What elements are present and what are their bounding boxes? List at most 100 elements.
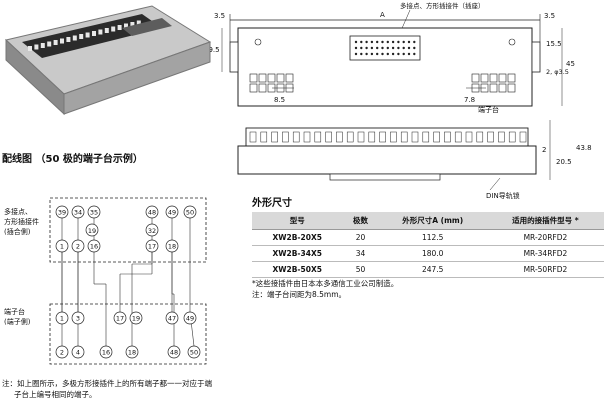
svg-text:8.5: 8.5 <box>274 96 285 104</box>
col-poles: 极数 <box>342 212 379 230</box>
connector-pin <box>391 52 395 56</box>
terminal-pin-label: 49 <box>186 315 194 323</box>
terminal-pin <box>167 345 181 359</box>
terminal-screw <box>104 28 109 33</box>
connector-pin <box>354 40 358 44</box>
product-photo <box>4 5 212 116</box>
side-terminal <box>433 131 440 143</box>
terminal-cell <box>285 73 294 83</box>
connector-pin <box>402 40 405 44</box>
terminal-pin-label: 18 <box>128 349 136 357</box>
connector-pin <box>376 40 379 44</box>
terminal-screw <box>28 46 32 51</box>
terminal-cell <box>258 73 267 83</box>
svg-text:端子台: 端子台 <box>4 307 25 316</box>
connector-pin-label: 17 <box>148 243 156 251</box>
svg-text:32: 32 <box>148 227 156 235</box>
svg-text:(端子側): (端子側) <box>4 317 31 326</box>
connector-pin <box>183 205 197 219</box>
terminal-pin <box>187 345 201 359</box>
connector-pin <box>360 40 363 44</box>
terminal-pin <box>71 345 85 359</box>
connector-pin <box>370 52 374 56</box>
connector-pin <box>87 239 101 253</box>
connector-pin <box>370 40 374 44</box>
terminal-pin-label: 19 <box>132 315 140 323</box>
terminal-cell <box>489 73 498 83</box>
side-terminal <box>357 131 365 143</box>
connector-pin <box>407 46 411 50</box>
svg-text:3.5: 3.5 <box>544 12 555 20</box>
terminal-screw <box>130 22 135 27</box>
top-view-drawing: 3.5 3.5 A 多接点、方形插接件（插座） 29.5 45 15.5 2, … <box>210 2 592 200</box>
terminal-screw <box>111 26 116 32</box>
connector-pin <box>413 40 416 44</box>
svg-text:3.5: 3.5 <box>214 12 225 20</box>
svg-text:多接点、: 多接点、 <box>4 207 32 216</box>
connector-pin <box>407 52 411 56</box>
side-terminal <box>260 131 268 143</box>
terminal-screw <box>47 41 52 47</box>
terminal-pin-label: 50 <box>190 349 198 357</box>
terminal-pin <box>55 345 69 359</box>
side-terminal <box>508 131 516 143</box>
connector-pin <box>55 205 69 219</box>
side-terminal <box>465 131 473 143</box>
connector-pin <box>402 46 405 50</box>
connector-pin <box>397 52 400 56</box>
side-terminal <box>368 131 376 143</box>
terminal-pin <box>113 311 127 325</box>
connector-pin-label: 34 <box>74 209 82 217</box>
connector-pin <box>165 239 179 253</box>
connector-pin <box>376 52 379 56</box>
side-terminal <box>476 131 484 143</box>
terminal-cell <box>507 83 516 93</box>
side-terminal <box>390 131 397 143</box>
connector-pin <box>360 46 363 50</box>
side-terminal <box>292 131 300 143</box>
terminal-screw <box>136 20 141 26</box>
connector-pin <box>354 52 358 56</box>
connector-pin <box>381 46 384 50</box>
side-terminal <box>444 131 451 143</box>
terminal-screw <box>66 37 71 42</box>
side-terminal <box>400 131 408 143</box>
connector-pin <box>397 46 400 50</box>
connector-pin <box>413 52 416 56</box>
terminal-cell <box>480 73 489 83</box>
side-terminal <box>454 131 462 143</box>
connector-pin-label: 48 <box>148 209 156 217</box>
connector-pin <box>391 40 395 44</box>
connector-pin <box>165 205 179 219</box>
svg-text:(插合側): (插合側) <box>4 227 31 236</box>
connector-pin <box>145 205 159 219</box>
terminal-cell <box>489 83 498 93</box>
spec-notes: *这些接插件由日本本多通信工业公司制造。 注：端子台间距为8.5mm。 <box>252 279 399 299</box>
svg-text:2: 2 <box>542 146 546 154</box>
wiring-title: 配线图 （50 极的端子台示例） <box>2 154 143 165</box>
side-terminal <box>314 131 322 143</box>
connector-pin <box>402 52 405 56</box>
terminal-screw <box>117 25 122 30</box>
svg-text:A: A <box>380 11 385 19</box>
terminal-cell <box>258 83 267 93</box>
terminal-cell <box>498 73 507 83</box>
connector-pin <box>365 46 368 50</box>
connector-pin-label: 1 <box>60 243 64 251</box>
svg-text:43.8: 43.8 <box>576 144 592 152</box>
connector-pin <box>71 239 85 253</box>
side-terminal <box>303 131 311 143</box>
connector-pin <box>55 239 69 253</box>
connector-pin <box>145 239 159 253</box>
terminal-pin <box>129 311 143 325</box>
connector-pin <box>365 40 368 44</box>
svg-text:19: 19 <box>88 227 96 235</box>
svg-text:2, φ3.5: 2, φ3.5 <box>546 68 569 76</box>
connector-pin <box>381 52 384 56</box>
svg-text:多接点、方形插接件（插座）: 多接点、方形插接件（插座） <box>400 2 485 10</box>
connector-pin <box>360 52 363 56</box>
